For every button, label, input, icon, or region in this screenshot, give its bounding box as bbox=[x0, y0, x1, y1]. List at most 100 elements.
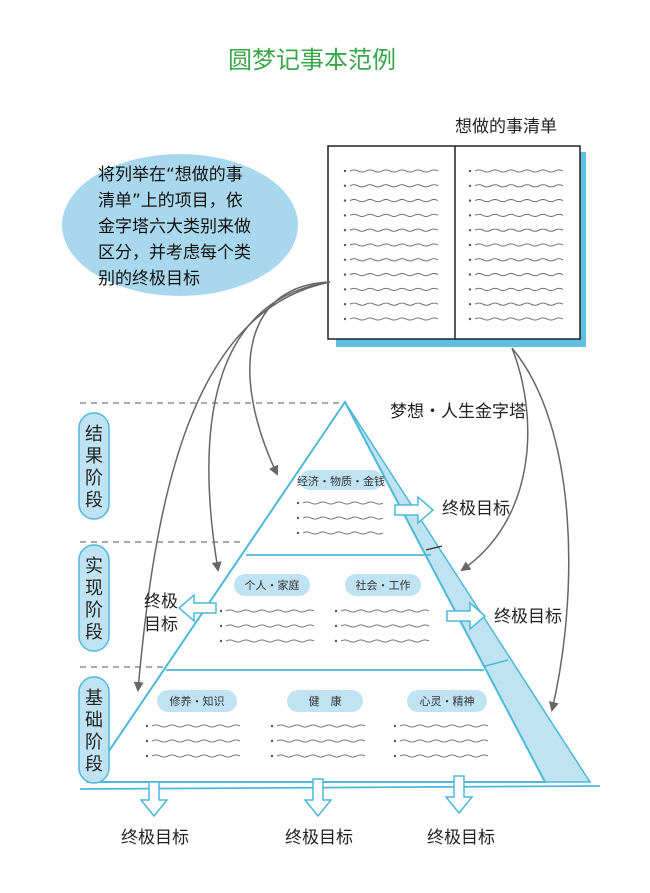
page-title: 圆梦记事本范例 bbox=[228, 46, 396, 74]
category-line-bullet bbox=[393, 724, 397, 728]
book-line-right bbox=[474, 258, 564, 262]
category-line bbox=[151, 724, 241, 728]
category-line-bullet bbox=[219, 639, 223, 643]
arrow-to-spirit bbox=[511, 347, 570, 712]
category-line bbox=[151, 754, 241, 758]
category-personal: 个人・家庭 bbox=[234, 574, 310, 596]
book-line-right bbox=[474, 243, 564, 247]
book-line-right bbox=[474, 302, 564, 306]
book-line-left-bullet bbox=[343, 199, 347, 202]
book-line-right-bullet bbox=[468, 214, 472, 217]
book-line-left-bullet bbox=[343, 317, 347, 321]
book-line-left bbox=[349, 184, 439, 188]
goal-arrow-right-top bbox=[394, 495, 435, 525]
category-line-bullet bbox=[270, 754, 274, 758]
book-line-right bbox=[474, 169, 564, 173]
book-line-right bbox=[474, 273, 564, 277]
category-culture-label: 修养・知识 bbox=[170, 694, 225, 708]
category-line bbox=[340, 639, 430, 643]
category-social: 社会・工作 bbox=[345, 574, 421, 596]
category-line bbox=[399, 754, 489, 758]
category-line bbox=[225, 609, 315, 613]
book-line-right-bullet bbox=[468, 317, 472, 321]
goal-arrow-down-2 bbox=[303, 778, 333, 818]
book-line-right bbox=[474, 184, 564, 188]
arrow-to-personal bbox=[208, 281, 331, 572]
category-line-bullet bbox=[270, 724, 274, 728]
category-line bbox=[225, 639, 315, 643]
bubble-line-5: 别的终极目标 bbox=[98, 269, 200, 289]
category-line-bullet bbox=[219, 609, 223, 613]
svg-text:现: 现 bbox=[85, 578, 103, 599]
book-line-left bbox=[349, 273, 439, 277]
bubble-line-1: 将列举在“想做的事 bbox=[98, 165, 243, 185]
book-line-right-bullet bbox=[468, 243, 472, 247]
stage-base: 基 础 阶 段 bbox=[78, 676, 110, 784]
wish-list-book bbox=[327, 145, 586, 347]
stage-result: 结 果 阶 段 bbox=[78, 412, 110, 520]
category-line-bullet bbox=[296, 531, 300, 535]
bubble-line-4: 区分，并考虑每个类 bbox=[98, 243, 251, 263]
goal-label-mid-left-2: 目标 bbox=[144, 615, 178, 635]
category-line bbox=[302, 531, 384, 535]
category-line-bullet bbox=[334, 624, 338, 628]
book-line-right bbox=[474, 213, 564, 217]
category-social-label: 社会・工作 bbox=[356, 578, 411, 592]
book-line-left-bullet bbox=[343, 243, 347, 247]
category-line bbox=[399, 724, 489, 728]
goal-arrow-left-mid bbox=[177, 593, 217, 623]
goal-label-mid-left-1: 终极 bbox=[144, 592, 178, 612]
arrow-to-economy bbox=[249, 281, 331, 476]
svg-text:基: 基 bbox=[85, 688, 103, 709]
goal-arrows bbox=[139, 495, 487, 818]
category-economy-label: 经济・物质・金钱 bbox=[297, 474, 385, 488]
goal-arrow-right-mid bbox=[446, 601, 487, 631]
book-line-left-bullet bbox=[343, 229, 347, 232]
arrow-to-base bbox=[133, 281, 331, 692]
category-line bbox=[302, 516, 384, 520]
svg-text:阶: 阶 bbox=[85, 732, 103, 753]
pyramid-label: 梦想・人生金字塔 bbox=[390, 402, 526, 422]
category-line bbox=[340, 609, 430, 613]
category-line-bullet bbox=[393, 754, 397, 758]
book-line-left bbox=[349, 317, 439, 321]
book-line-left bbox=[349, 258, 439, 262]
goal-arrow-down-3 bbox=[444, 775, 474, 815]
flow-arrows bbox=[133, 281, 570, 712]
book-line-left bbox=[349, 228, 439, 232]
book-line-left-bullet bbox=[343, 184, 347, 187]
category-line-bullet bbox=[334, 609, 338, 613]
svg-text:结: 结 bbox=[85, 424, 103, 445]
book-line-right-bullet bbox=[468, 258, 472, 261]
book-line-right-bullet bbox=[468, 184, 472, 187]
book-line-right-bullet bbox=[468, 199, 472, 202]
book-line-left bbox=[349, 243, 439, 247]
bubble-line-2: 清单”上的项目，依 bbox=[98, 191, 243, 211]
goal-label-bottom-2: 终极目标 bbox=[285, 828, 353, 848]
svg-text:段: 段 bbox=[85, 490, 103, 511]
book-line-right bbox=[474, 199, 564, 203]
category-line-bullet bbox=[145, 739, 149, 743]
arrow-to-social bbox=[460, 347, 529, 572]
category-line-bullet bbox=[296, 501, 300, 505]
svg-text:阶: 阶 bbox=[85, 600, 103, 621]
goal-label-bottom-1: 终极目标 bbox=[121, 828, 189, 848]
category-economy: 经济・物质・金钱 bbox=[297, 470, 385, 490]
category-line-bullet bbox=[393, 739, 397, 743]
goal-label-bottom-3: 终极目标 bbox=[427, 828, 495, 848]
book-line-left-bullet bbox=[343, 273, 347, 276]
category-line bbox=[276, 754, 366, 758]
category-line-bullet bbox=[334, 639, 338, 643]
book-line-right-bullet bbox=[468, 288, 472, 291]
category-line bbox=[225, 624, 315, 628]
book-line-right-bullet bbox=[468, 229, 472, 232]
wish-list-label: 想做的事清单 bbox=[455, 117, 557, 137]
book-line-left-bullet bbox=[343, 303, 347, 306]
category-personal-label: 个人・家庭 bbox=[245, 578, 300, 592]
category-line bbox=[151, 739, 241, 743]
book-line-left-bullet bbox=[343, 258, 347, 261]
category-line-bullet bbox=[296, 516, 300, 520]
category-line bbox=[276, 739, 366, 743]
category-spirit: 心灵・精神 bbox=[407, 690, 487, 712]
